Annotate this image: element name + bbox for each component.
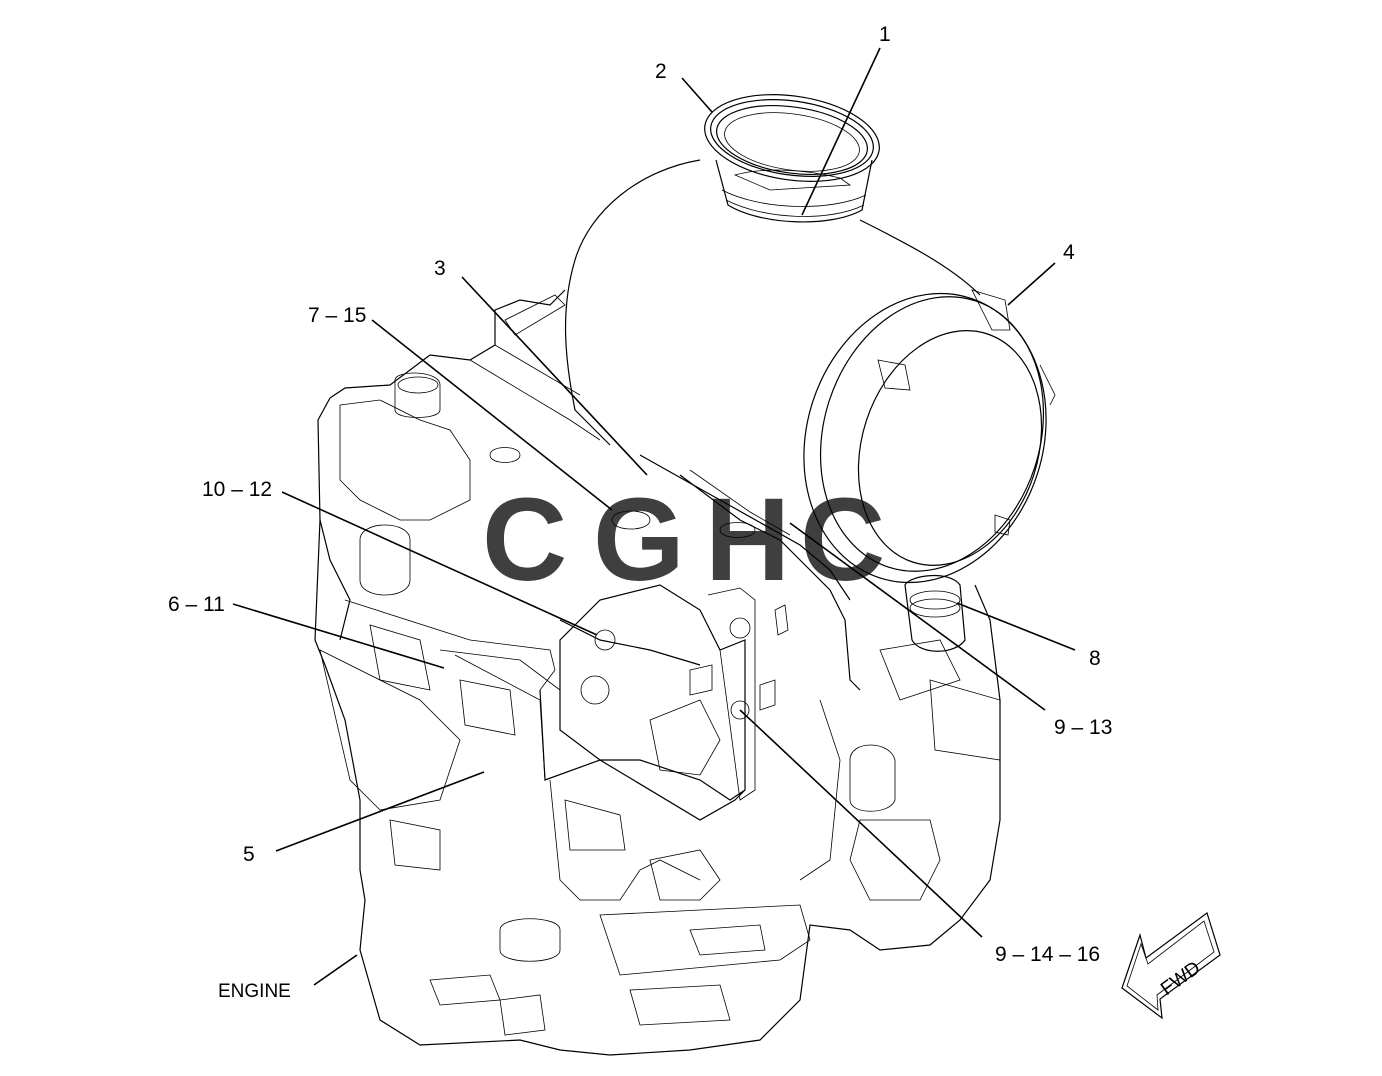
callout-7-15: 7 – 15 xyxy=(308,304,366,327)
fwd-label: FWD xyxy=(1157,957,1204,999)
callout-9-13: 9 – 13 xyxy=(1054,716,1112,739)
inlet-adapter xyxy=(704,94,880,223)
callout-5: 5 xyxy=(243,843,255,866)
mounting-bracket xyxy=(559,584,789,801)
callout-2: 2 xyxy=(655,60,667,83)
engine-block xyxy=(314,289,1001,1056)
watermark: C G H C xyxy=(482,474,885,606)
callouts: 1 2 3 4 7 – 15 10 – 12 6 – 11 8 9 – 13 5… xyxy=(168,23,1112,1002)
engine-label: ENGINE xyxy=(218,981,291,1002)
callout-8: 8 xyxy=(1089,647,1101,670)
callout-1: 1 xyxy=(879,23,891,46)
callout-9-14-16: 9 – 14 – 16 xyxy=(995,943,1100,966)
callout-10-12: 10 – 12 xyxy=(202,478,272,501)
watermark-letter-c1: C xyxy=(482,474,567,606)
callout-6-11: 6 – 11 xyxy=(168,593,225,616)
callout-3: 3 xyxy=(434,257,446,280)
callout-4: 4 xyxy=(1063,241,1075,264)
forward-arrow: FWD xyxy=(1121,912,1221,1020)
watermark-letter-g: G xyxy=(593,474,685,606)
end-cover xyxy=(803,289,1056,584)
support-rod xyxy=(489,447,861,691)
watermark-letter-h: H xyxy=(705,474,790,606)
leader-lines xyxy=(232,47,1076,986)
outlet-clamp xyxy=(904,574,966,652)
